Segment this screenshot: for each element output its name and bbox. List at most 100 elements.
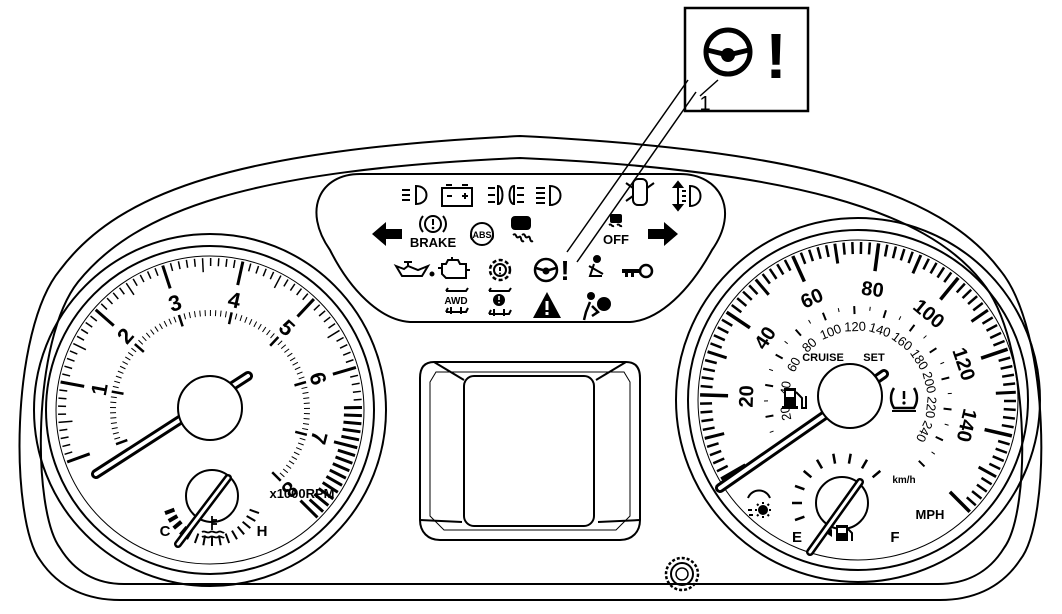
kmh-tick [931,451,936,455]
tachometer-inner-tick [253,321,258,328]
trip-reset-knob[interactable] [664,556,700,592]
tachometer-inner-tick [154,326,159,332]
steering-wheel-warning-icon: ! [703,20,787,92]
right-turn-arrow-icon [648,222,678,246]
coolant-temperature-icon [201,516,225,539]
mph-tick [980,347,1009,360]
temperature-gauge: C H [160,469,267,548]
mph-tick [873,243,881,272]
temperature-tick [172,520,183,530]
tachometer-inner-tick [302,422,310,425]
mph-tick [1003,382,1016,386]
tachometer-tick [90,315,98,322]
temperature-tick [236,525,245,535]
mph-tick [922,258,930,271]
mph-tick [936,266,946,279]
parking-lights-icon [488,184,524,206]
awd-label: AWD [444,296,467,307]
tachometer-inner-tick [282,468,289,474]
brake-label: BRAKE [410,235,457,250]
tachometer-tick [247,263,252,272]
mph-tick [816,246,822,260]
tachometer-inner-tick [234,313,238,320]
kmh-tick [882,309,887,319]
tachometer-inner-tick [285,464,292,469]
tachometer-tick [161,265,172,289]
temperature-tick [241,520,251,529]
mph-tick [961,288,973,300]
fuel-tick [860,459,869,469]
mph-tick [995,447,1008,454]
tachometer-inner-tick [163,320,168,327]
tachometer-tick [177,261,181,270]
kmh-tick [794,328,802,337]
tachometer-inner-tick [138,339,144,345]
kmh-tick [923,335,927,339]
tachometer-tick [352,390,361,394]
mph-tick [995,390,1016,395]
auto-lamp-icon [747,489,771,518]
tachometer-inner-tick [298,376,305,380]
tachometer-inner-tick [277,340,283,346]
tachometer-tick [132,278,138,287]
tachometer-tick [337,448,356,457]
tachometer-tick [236,261,245,286]
tachometer-inner-tick [239,315,243,322]
mph-tick [970,308,989,323]
tachometer-tick [66,452,91,464]
mph-tick [783,259,792,272]
tachometer-tick [94,308,115,327]
tachometer-tick [332,462,350,473]
tachometer-inner-tick [279,472,285,478]
kmh-tick [837,307,840,313]
tachometer-tick [100,303,108,310]
center-display-screen [463,375,595,527]
fuel-tick [832,453,837,464]
door-ajar-icon [625,178,655,206]
kmh-ticks [763,306,952,468]
tachometer-inner-tick [112,432,119,435]
kmh-tick [898,316,902,321]
mph-tick [939,276,960,301]
mph-tick [955,282,966,294]
tachometer-tick [59,389,68,392]
tachometer-inner-tick [224,311,227,318]
tachometer-tick [308,498,325,513]
tachometer-inner-tick [284,348,290,353]
temperature-cold-label: C [160,523,171,540]
tachometer-inner-tick [293,451,300,456]
mph-tick [992,455,1005,463]
tachometer-tick [323,316,331,323]
tachometer-tick [232,259,236,269]
tachometer-inner-tick [115,438,128,446]
cruise-indicator: CRUISE [802,352,844,364]
mph-tick [706,442,719,449]
tachometer-tick [342,427,361,434]
tachometer-tick [334,455,353,465]
tachometer-inner-tick [294,430,308,437]
center-display [419,361,641,541]
tachometer-inner-tick [111,390,124,396]
tachometer-inner-tick [199,310,201,317]
tachometer-inner-tick [124,356,131,361]
mph-tick [911,254,923,274]
tachometer-inner-tick [303,418,310,420]
tachometer-inner-tick [183,313,187,320]
tachometer-tick [329,468,347,480]
left-turn-arrow-icon [372,222,402,246]
abs-label: (ABS) [470,230,495,240]
tachometer-inner-tick [266,329,271,336]
mph-tick [707,350,728,360]
fuel-door-icon [782,388,807,409]
tachometer-inner-tick [177,314,184,327]
kmh-tick [769,430,774,433]
tachometer-inner-tick [301,386,308,390]
tachometer-inner-tick [168,318,172,325]
tachometer-tick [185,259,189,268]
mph-tick [971,490,983,500]
mph-tick [929,262,938,274]
mph-tick [1001,373,1015,378]
tachometer-tick [318,310,326,317]
tachometer-tick [85,321,93,328]
